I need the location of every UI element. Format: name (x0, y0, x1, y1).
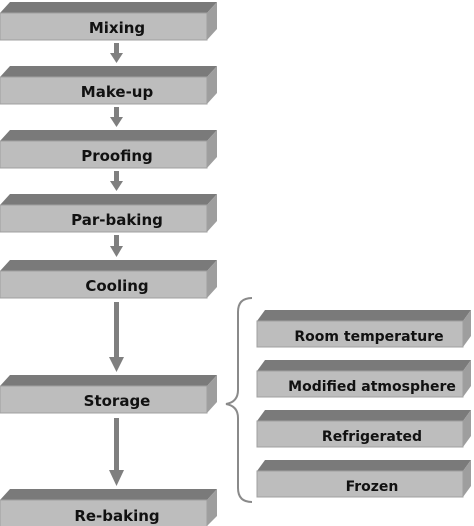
storage-option-refrigerated: Refrigerated (256, 410, 471, 448)
step-label-par-baking: Par-baking (71, 211, 163, 229)
step-label-cooling: Cooling (85, 277, 148, 295)
step-label-storage: Storage (84, 392, 151, 410)
storage-options-brace (225, 297, 253, 503)
arrow-make-up-to-proofing (110, 107, 123, 127)
storage-option-label-modified-atmosphere: Modified atmosphere (288, 379, 456, 395)
storage-option-room-temperature: Room temperature (256, 310, 471, 348)
step-label-mixing: Mixing (89, 19, 145, 37)
storage-option-modified-atmosphere: Modified atmosphere (256, 360, 471, 398)
step-box-cooling: Cooling (0, 260, 217, 299)
arrow-mixing-to-make-up (110, 43, 123, 63)
step-box-make-up: Make-up (0, 66, 217, 105)
storage-option-label-refrigerated: Refrigerated (322, 429, 422, 445)
step-box-storage: Storage (0, 375, 217, 414)
step-box-par-baking: Par-baking (0, 194, 217, 233)
storage-option-frozen: Frozen (256, 460, 471, 498)
step-label-make-up: Make-up (81, 83, 154, 101)
step-label-proofing: Proofing (81, 147, 153, 165)
arrow-cooling-to-storage (109, 302, 124, 372)
arrow-par-baking-to-cooling (110, 235, 123, 257)
storage-option-label-room-temperature: Room temperature (294, 329, 443, 345)
step-label-re-baking: Re-baking (74, 507, 159, 525)
storage-option-label-frozen: Frozen (346, 479, 399, 495)
arrow-proofing-to-par-baking (110, 171, 123, 191)
step-box-re-baking: Re-baking (0, 489, 217, 526)
arrow-storage-to-re-baking (109, 418, 124, 486)
step-box-mixing: Mixing (0, 2, 217, 41)
step-box-proofing: Proofing (0, 130, 217, 169)
